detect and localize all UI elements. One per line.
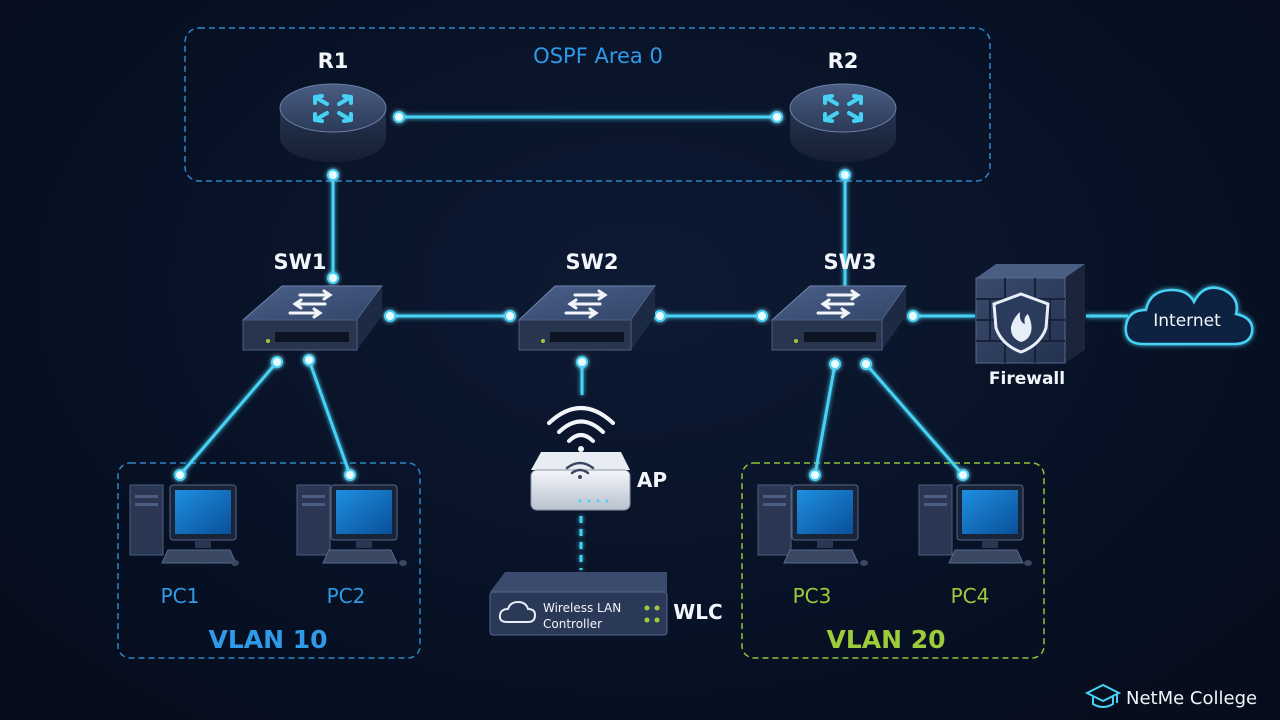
switch-icon — [517, 285, 656, 351]
cloud-icon — [498, 600, 537, 623]
link-sw3-pc4 — [864, 363, 965, 476]
router-r1[interactable]: R1 — [279, 49, 387, 162]
desktop-computer-icon — [918, 484, 1032, 566]
cloud-icon — [1124, 286, 1254, 346]
vlan20-label: VLAN 20 — [826, 625, 945, 654]
router-icon — [279, 83, 387, 162]
pc-label: PC4 — [951, 584, 990, 608]
switch-icon — [241, 285, 383, 351]
link-sw1-pc2 — [307, 359, 352, 476]
switch-sw1[interactable]: SW1 — [241, 250, 383, 351]
router-label: R1 — [318, 49, 349, 73]
switch-icon — [770, 285, 907, 351]
firewall-icon — [975, 264, 1085, 364]
pc-1[interactable]: PC1 — [129, 484, 239, 608]
desktop-computer-icon — [296, 484, 407, 566]
link-sw3-pc3 — [813, 363, 837, 476]
ospf-area-zone — [184, 27, 991, 182]
switch-label: SW3 — [824, 250, 877, 274]
wireless-lan-controller[interactable]: Wireless LAN Controller WLC — [489, 572, 723, 636]
ap-label: AP — [637, 468, 667, 492]
switch-label: SW2 — [566, 250, 619, 274]
wlc-text-line2: Controller — [543, 617, 602, 631]
brand-name: NetMe College — [1126, 688, 1257, 709]
link-endpoints — [174, 111, 969, 481]
link-sw1-pc1 — [178, 361, 279, 476]
pc-label: PC3 — [793, 584, 832, 608]
desktop-computer-icon — [129, 484, 239, 566]
vlan10-label: VLAN 10 — [208, 625, 327, 654]
ospf-area-label: OSPF Area 0 — [533, 44, 663, 68]
switch-sw3[interactable]: SW3 — [770, 250, 907, 351]
switch-sw2[interactable]: SW2 — [517, 250, 656, 351]
firewall-label: Firewall — [989, 369, 1065, 389]
wireless-access-point-icon — [530, 406, 631, 511]
desktop-computer-icon — [757, 484, 868, 566]
access-point[interactable]: AP — [530, 406, 667, 511]
graduation-cap-icon — [1084, 683, 1122, 708]
wlc-text-line1: Wireless LAN — [543, 601, 621, 615]
pc-2[interactable]: PC2 — [296, 484, 407, 608]
pc-label: PC1 — [161, 584, 200, 608]
router-r2[interactable]: R2 — [789, 49, 897, 162]
firewall[interactable]: Firewall — [975, 264, 1085, 389]
pc-label: PC2 — [327, 584, 366, 608]
router-icon — [789, 83, 897, 162]
switch-label: SW1 — [274, 250, 327, 274]
internet-label: Internet — [1153, 311, 1221, 331]
wlc-label: WLC — [673, 600, 722, 624]
vlan20-zone — [741, 462, 1045, 659]
router-label: R2 — [828, 49, 859, 73]
internet-cloud[interactable]: Internet — [1124, 286, 1254, 346]
brand: NetMe College — [1084, 683, 1257, 709]
pc-4[interactable]: PC4 — [918, 484, 1032, 608]
pc-3[interactable]: PC3 — [757, 484, 868, 608]
vlan10-zone — [117, 462, 421, 659]
